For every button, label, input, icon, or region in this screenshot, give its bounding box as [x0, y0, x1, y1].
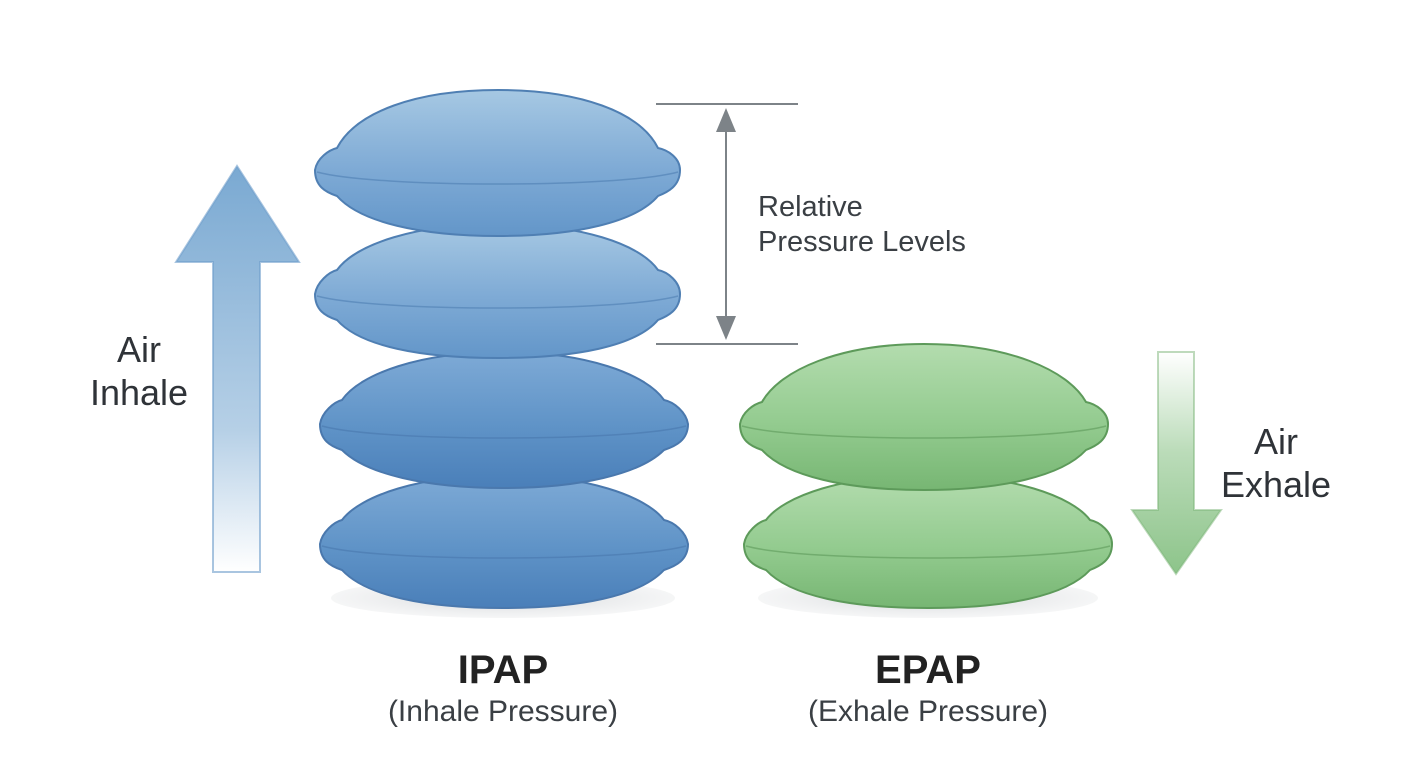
ipap-cushion-4 — [318, 473, 690, 610]
relative-pressure-line2: Pressure Levels — [758, 225, 966, 258]
arrow-down-icon — [716, 316, 736, 340]
epap-cushion-1 — [738, 342, 1110, 492]
ipap-caption: IPAP (Inhale Pressure) — [343, 646, 663, 730]
ipap-cushion-2 — [313, 222, 682, 360]
inhale-label-line2: Inhale — [89, 372, 189, 414]
exhale-arrow-icon — [1130, 351, 1223, 576]
ipap-title: IPAP — [457, 648, 549, 692]
epap-title: EPAP — [875, 648, 981, 692]
epap-stack — [738, 342, 1114, 610]
ipap-stack — [313, 88, 690, 610]
exhale-label-line1: Air — [1254, 421, 1298, 462]
relative-pressure-bracket — [656, 103, 798, 345]
epap-cushion-2 — [742, 473, 1114, 610]
ipap-cushion-1 — [313, 88, 682, 238]
epap-caption: EPAP (Exhale Pressure) — [768, 646, 1088, 730]
inhale-label: Air Inhale — [80, 328, 198, 414]
arrow-up-icon — [716, 108, 736, 132]
inhale-label-line1: Air — [117, 329, 161, 370]
relative-pressure-line1: Relative — [758, 191, 863, 223]
epap-subtitle: (Exhale Pressure) — [807, 695, 1049, 728]
ipap-subtitle: (Inhale Pressure) — [387, 695, 619, 728]
exhale-label-line2: Exhale — [1220, 464, 1332, 506]
inhale-arrow-icon — [174, 164, 301, 573]
relative-pressure-label: Relative Pressure Levels — [758, 190, 966, 260]
ipap-cushion-3 — [318, 350, 690, 490]
exhale-label: Air Exhale — [1212, 420, 1340, 506]
